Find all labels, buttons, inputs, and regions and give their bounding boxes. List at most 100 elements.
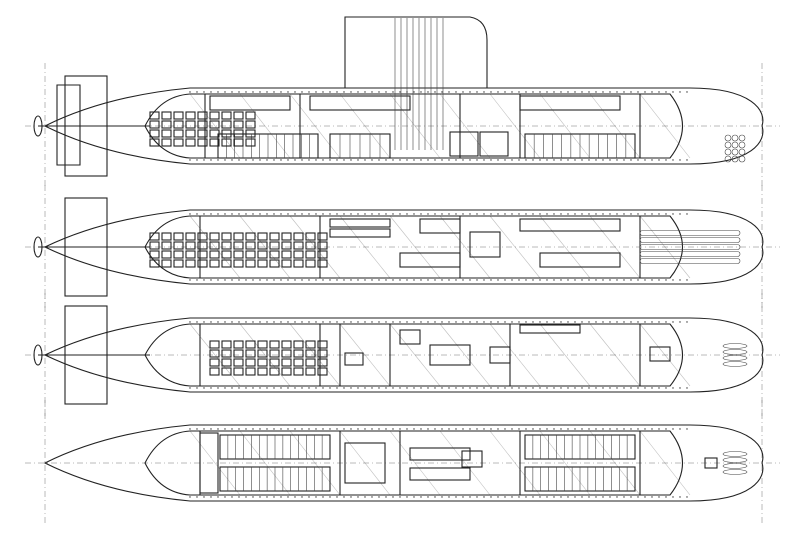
rivet xyxy=(602,159,604,161)
rivet xyxy=(196,91,198,93)
rivet xyxy=(686,496,688,498)
rivet xyxy=(616,279,618,281)
equipment xyxy=(209,250,220,259)
side-section-view xyxy=(25,16,780,189)
rivet xyxy=(511,279,513,281)
rivet xyxy=(518,321,520,323)
rivet xyxy=(238,428,240,430)
equipment xyxy=(197,111,208,120)
equipment xyxy=(149,138,160,147)
rivet xyxy=(189,159,191,161)
rivet xyxy=(343,279,345,281)
torpedo-rack xyxy=(724,134,732,142)
rivet xyxy=(378,91,380,93)
equipment xyxy=(173,129,184,138)
rivet xyxy=(609,159,611,161)
rivet xyxy=(413,159,415,161)
hull-outline xyxy=(43,87,764,165)
rivet xyxy=(525,428,527,430)
rivet xyxy=(420,321,422,323)
rivet xyxy=(336,159,338,161)
equipment xyxy=(281,259,292,268)
rivet xyxy=(476,321,478,323)
rivet xyxy=(196,496,198,498)
frame-brace xyxy=(589,430,641,496)
equipment xyxy=(197,232,208,241)
frame-brace xyxy=(239,93,291,159)
rivet xyxy=(651,387,653,389)
rivet xyxy=(294,428,296,430)
rivet xyxy=(217,279,219,281)
equipment xyxy=(269,349,280,358)
rivet xyxy=(588,159,590,161)
rivet xyxy=(630,387,632,389)
rivet xyxy=(574,91,576,93)
rivet xyxy=(378,321,380,323)
pressure-hull xyxy=(144,215,683,279)
rivet xyxy=(448,91,450,93)
rivet xyxy=(560,213,562,215)
rivet xyxy=(378,496,380,498)
rivet xyxy=(210,213,212,215)
rivet xyxy=(581,321,583,323)
frame-brace xyxy=(239,215,291,279)
rivet xyxy=(350,279,352,281)
rivet xyxy=(539,496,541,498)
rivet xyxy=(378,387,380,389)
rivet xyxy=(301,496,303,498)
rivet xyxy=(483,159,485,161)
rivet xyxy=(315,159,317,161)
rudder xyxy=(56,84,81,166)
rivet xyxy=(497,321,499,323)
rivet xyxy=(532,213,534,215)
rivet xyxy=(602,428,604,430)
rivet xyxy=(609,387,611,389)
rivet xyxy=(665,387,667,389)
rivet xyxy=(518,279,520,281)
rivet xyxy=(245,159,247,161)
rivet xyxy=(301,213,303,215)
rivet xyxy=(525,213,527,215)
rivet xyxy=(231,213,233,215)
frame-brace xyxy=(639,215,691,279)
equipment xyxy=(185,250,196,259)
rivet xyxy=(539,428,541,430)
rivet xyxy=(280,279,282,281)
rivet xyxy=(574,428,576,430)
frame-brace xyxy=(489,323,541,387)
rivet xyxy=(357,496,359,498)
equipment xyxy=(161,250,172,259)
rivet xyxy=(623,91,625,93)
equipment xyxy=(233,120,244,129)
rivet xyxy=(637,91,639,93)
rivet xyxy=(203,496,205,498)
torpedo-tube xyxy=(639,237,741,243)
rivet xyxy=(462,428,464,430)
rivet xyxy=(574,159,576,161)
rivet xyxy=(280,91,282,93)
rivet xyxy=(497,91,499,93)
rivet xyxy=(406,496,408,498)
torpedo-rack xyxy=(731,148,739,156)
rivet xyxy=(679,321,681,323)
rivet xyxy=(259,279,261,281)
equipment xyxy=(429,344,471,366)
rivet xyxy=(679,91,681,93)
rivet xyxy=(385,91,387,93)
rivet xyxy=(532,159,534,161)
upper-deck-plan-view xyxy=(25,185,780,309)
frame-brace xyxy=(439,215,491,279)
rivet xyxy=(518,387,520,389)
rivet xyxy=(420,496,422,498)
rivet xyxy=(525,496,527,498)
rivet xyxy=(581,91,583,93)
rivet xyxy=(350,213,352,215)
rivet xyxy=(567,428,569,430)
rivet xyxy=(490,428,492,430)
torpedo-rack xyxy=(724,148,732,156)
frame-brace xyxy=(639,323,691,387)
rivet xyxy=(644,496,646,498)
sonar-element xyxy=(722,463,748,469)
rivet xyxy=(350,159,352,161)
rivet xyxy=(448,428,450,430)
